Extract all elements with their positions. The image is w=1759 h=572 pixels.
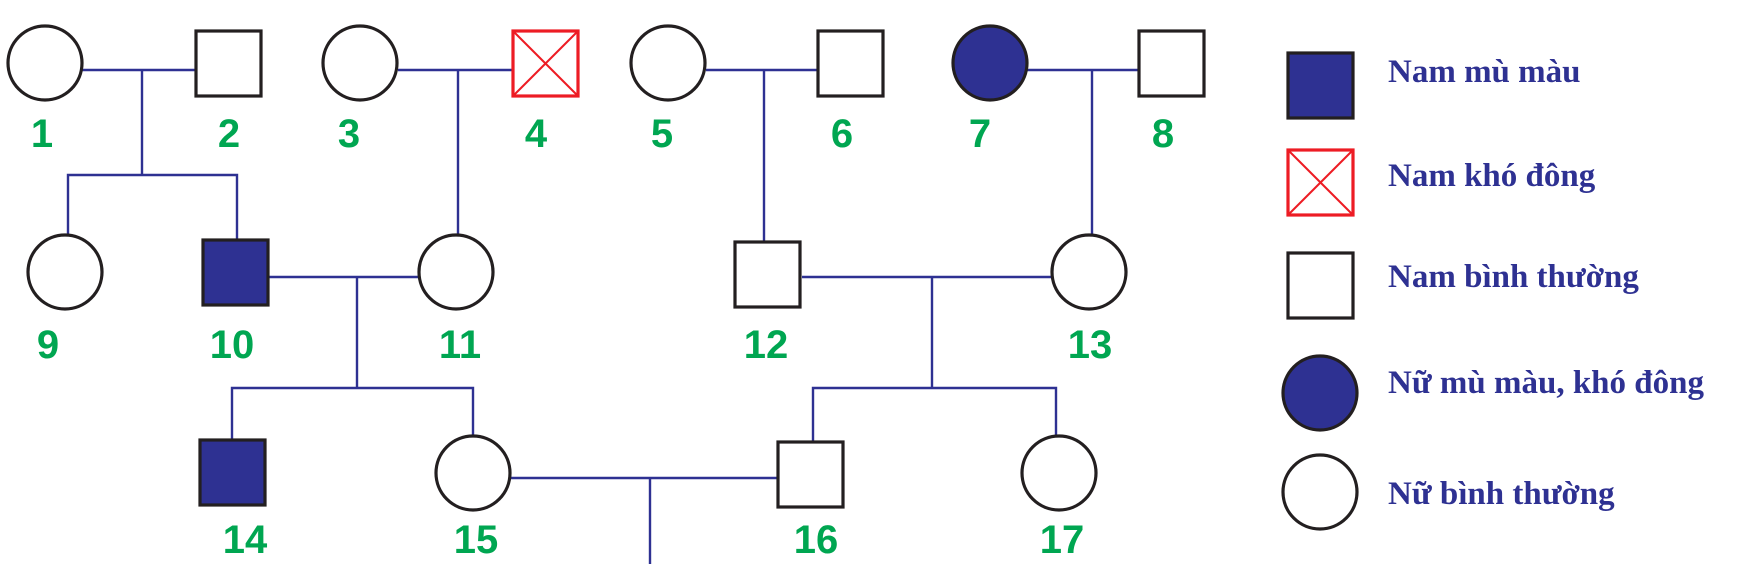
individual-17-female-normal [1020, 434, 1098, 512]
individual-14-male-colorblind [198, 438, 267, 507]
legend-symbol-female-colorblind-hemophilia [1281, 354, 1359, 432]
legend-item-male-colorblind: Nam mù màu [1286, 51, 1581, 120]
sibship-line-14-15 [230, 386, 475, 440]
legend-item-male-hemophilia: Nam khó đông [1286, 148, 1596, 217]
individual-10-male-colorblind [201, 238, 270, 307]
individual-2-male-normal [194, 29, 263, 98]
label-7: 7 [969, 112, 991, 156]
legend-item-female-normal: Nữ bình thường [1281, 453, 1615, 531]
connection-lines [66, 68, 1139, 564]
individual-12-male-normal [733, 240, 802, 309]
individual-16-male-normal [776, 440, 845, 509]
individual-15-female-normal [434, 434, 512, 512]
individual-8-male-normal [1137, 29, 1206, 98]
legend: Nam mù màu Nam khó đông Nam bình thường … [1281, 51, 1704, 531]
legend-label: Nam bình thường [1388, 259, 1639, 295]
label-4: 4 [525, 112, 548, 156]
individual-7-female-colorblind-hemophilia [951, 24, 1029, 102]
legend-item-female-colorblind-hemophilia: Nữ mù màu, khó đông [1281, 354, 1704, 432]
legend-label: Nam khó đông [1388, 158, 1596, 194]
individual-3-female-normal [321, 24, 399, 102]
label-11: 11 [439, 323, 481, 367]
label-10: 10 [210, 323, 255, 367]
label-2: 2 [218, 112, 240, 156]
legend-symbol-male-colorblind [1286, 51, 1355, 120]
label-5: 5 [651, 112, 673, 156]
individual-4-male-hemophilia [511, 29, 580, 98]
sibship-line-16-17 [811, 386, 1058, 442]
individual-1-female-normal [6, 24, 84, 102]
individuals [6, 24, 1206, 512]
label-14: 14 [223, 518, 268, 562]
individual-13-female-normal [1050, 233, 1128, 311]
legend-label: Nữ mù màu, khó đông [1388, 365, 1704, 401]
label-16: 16 [794, 518, 839, 562]
sibship-line-9-10 [66, 173, 239, 240]
label-6: 6 [831, 112, 853, 156]
legend-item-male-normal: Nam bình thường [1286, 251, 1639, 320]
label-9: 9 [37, 323, 59, 367]
label-17: 17 [1040, 518, 1085, 562]
individual-11-female-normal [417, 233, 495, 311]
individual-numbers: 1 2 3 4 5 6 7 8 9 10 11 12 13 14 15 16 1… [31, 112, 1174, 562]
individual-6-male-normal [816, 29, 885, 98]
label-12: 12 [744, 323, 789, 367]
label-1: 1 [31, 112, 53, 156]
label-13: 13 [1068, 323, 1113, 367]
individual-5-female-normal [629, 24, 707, 102]
label-3: 3 [338, 112, 360, 156]
legend-symbol-male-hemophilia [1286, 148, 1355, 217]
label-8: 8 [1152, 112, 1174, 156]
individual-9-female-normal [26, 233, 104, 311]
legend-label: Nữ bình thường [1388, 476, 1615, 512]
legend-label: Nam mù màu [1388, 54, 1581, 90]
label-15: 15 [454, 518, 499, 562]
legend-symbol-male-normal [1286, 251, 1355, 320]
legend-symbol-female-normal [1281, 453, 1359, 531]
